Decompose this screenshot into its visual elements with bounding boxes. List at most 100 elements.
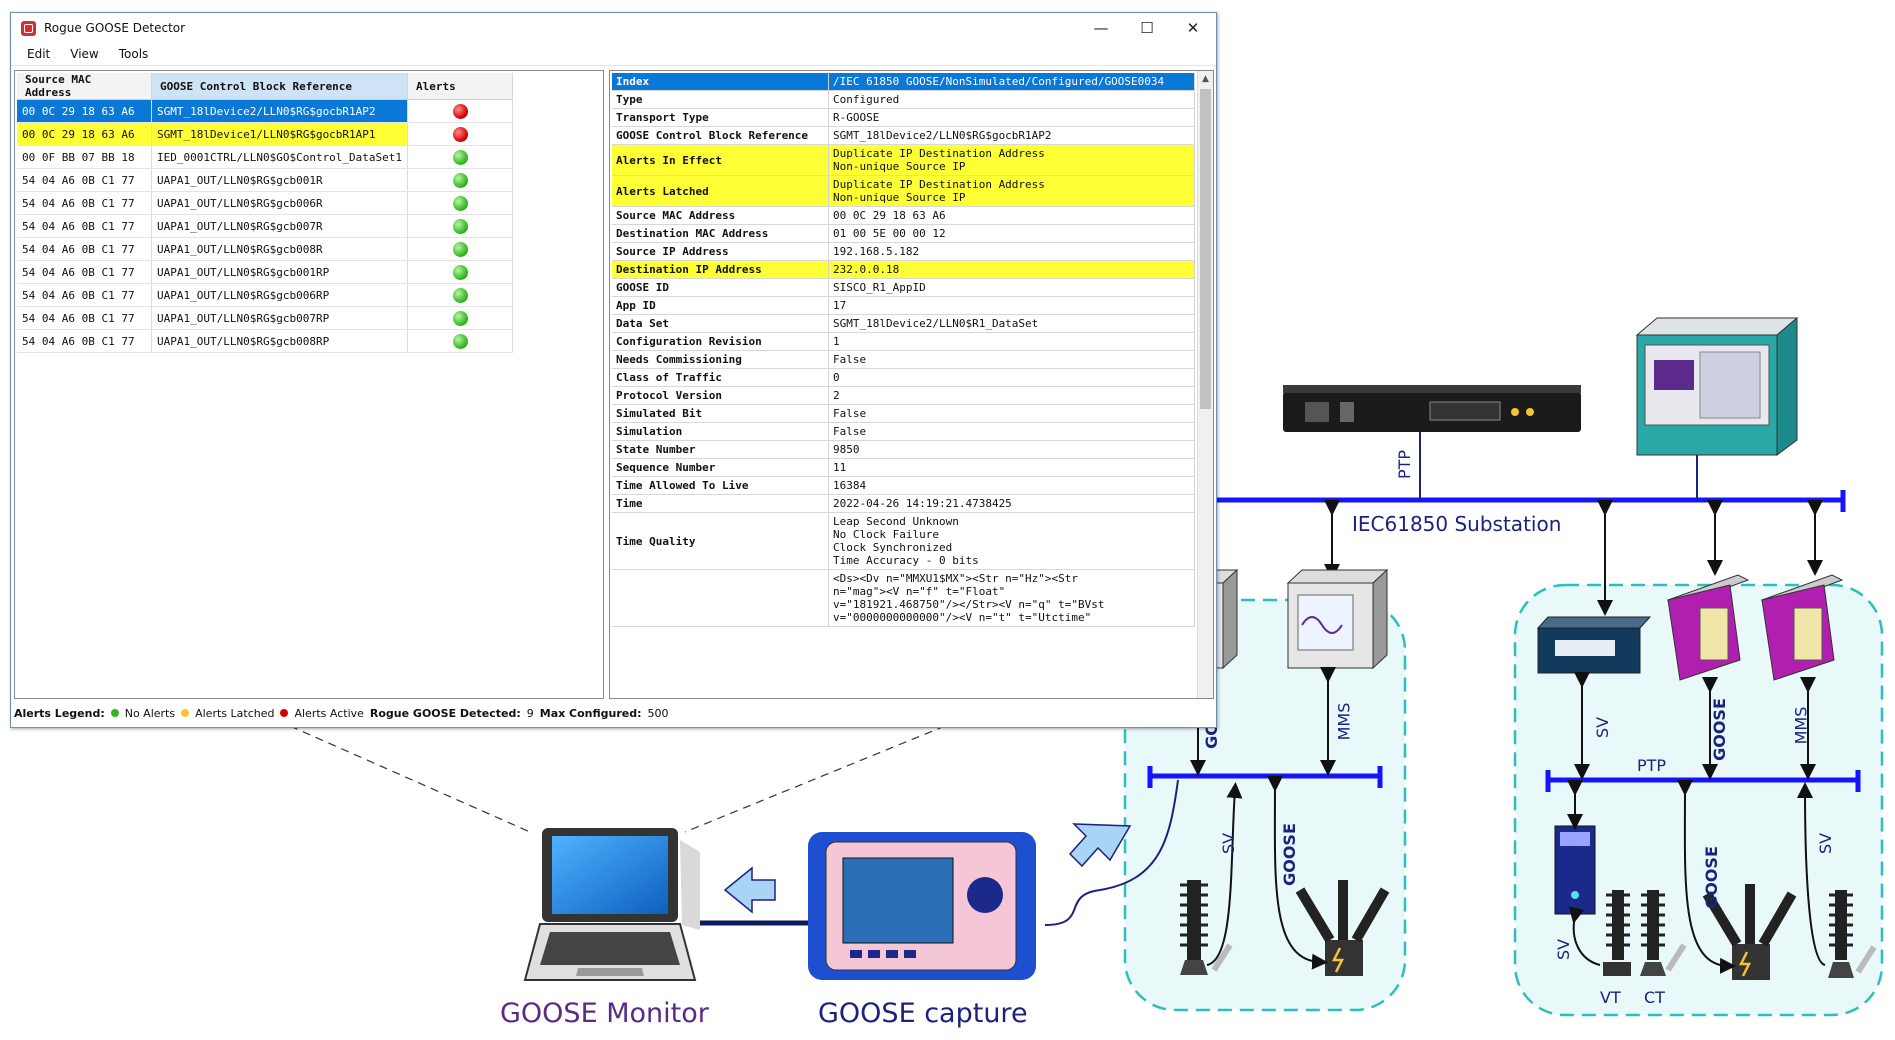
- cell-mac: 54 04 A6 0B C1 77: [17, 191, 152, 215]
- cell-mac: 00 0F BB 07 BB 18: [17, 145, 152, 169]
- cell-alert: [407, 145, 514, 169]
- no-alert-icon: [452, 149, 468, 165]
- detail-value: False: [828, 404, 1195, 423]
- cell-gcb-ref: IED_0001CTRL/LLN0$GO$Control_DataSet1: [151, 145, 409, 169]
- status-bar: Alerts Legend: No Alerts Alerts Latched …: [14, 703, 669, 723]
- sv-label-4: SV: [1816, 832, 1836, 855]
- cell-alert: [407, 283, 514, 307]
- close-button[interactable]: ✕: [1186, 19, 1200, 37]
- title-bar: Rogue GOOSE Detector — ☐ ✕: [11, 13, 1216, 43]
- details-scrollbar[interactable]: ▲: [1197, 71, 1213, 698]
- alert-active-icon: [452, 103, 468, 119]
- column-header-mac[interactable]: Source MAC Address: [17, 73, 152, 100]
- detail-key: Alerts In Effect: [612, 144, 829, 176]
- cell-alert: [407, 191, 514, 215]
- goose-table: Source MAC Address GOOSE Control Block R…: [17, 73, 514, 353]
- capture-arrow-icon: [1068, 823, 1132, 868]
- detail-value: 16384: [828, 476, 1195, 495]
- detail-value: False: [828, 422, 1195, 441]
- detail-key: Sequence Number: [612, 458, 829, 477]
- cell-mac: 54 04 A6 0B C1 77: [17, 168, 152, 192]
- menu-view[interactable]: View: [70, 47, 99, 61]
- detail-value: 11: [828, 458, 1195, 477]
- cell-gcb-ref: UAPA1_OUT/LLN0$RG$gcb001R: [151, 168, 409, 192]
- legend-label: Alerts Legend:: [14, 706, 105, 720]
- goose-label-4: GOOSE: [1701, 846, 1721, 909]
- detail-value: Duplicate IP Destination Address Non-uni…: [828, 175, 1195, 207]
- detail-value: 1: [828, 332, 1195, 351]
- legend-latched: Alerts Latched: [195, 706, 275, 720]
- max-label: Max Configured:: [539, 706, 642, 720]
- cell-mac: 54 04 A6 0B C1 77: [17, 237, 152, 261]
- goose-monitor-label: GOOSE Monitor: [500, 998, 709, 1029]
- cell-alert: [407, 237, 514, 261]
- ptp-label-right: PTP: [1637, 756, 1667, 775]
- goose-label-3: GOOSE: [1709, 698, 1729, 761]
- column-header-alerts[interactable]: Alerts: [407, 73, 514, 100]
- legend-green-icon: [110, 709, 119, 717]
- detail-value: 9850: [828, 440, 1195, 459]
- detail-key: Simulated Bit: [612, 404, 829, 423]
- instrument-transformer-icon-2: [1828, 890, 1877, 978]
- detail-key: State Number: [612, 440, 829, 459]
- scroll-up-icon[interactable]: ▲: [1202, 74, 1209, 84]
- minimize-button[interactable]: —: [1093, 19, 1109, 37]
- scroll-thumb[interactable]: [1200, 89, 1211, 409]
- detail-value: R-GOOSE: [828, 108, 1195, 127]
- detail-value: 2: [828, 386, 1195, 405]
- menu-tools[interactable]: Tools: [118, 47, 149, 61]
- cell-mac: 00 0C 29 18 63 A6: [17, 99, 152, 123]
- detail-key: Time Quality: [612, 512, 829, 570]
- alert-active-icon: [452, 126, 468, 142]
- detail-value: 17: [828, 296, 1195, 315]
- menu-edit[interactable]: Edit: [27, 47, 51, 61]
- cell-mac: 54 04 A6 0B C1 77: [17, 306, 152, 330]
- maximize-button[interactable]: ☐: [1140, 19, 1154, 37]
- detail-value: <Ds><Dv n="MMXU1$MX"><Str n="Hz"><Str n=…: [828, 569, 1195, 627]
- ied-controller-icon-2: [1760, 574, 1844, 681]
- ied-protection-icon-2: [1286, 568, 1389, 670]
- details-pane: Index/IEC 61850 GOOSE/NonSimulated/Confi…: [609, 70, 1214, 699]
- sv-label-1: SV: [1219, 832, 1239, 855]
- detail-row[interactable]: <Ds><Dv n="MMXU1$MX"><Str n="Hz"><Str n=…: [612, 569, 1195, 627]
- column-header-gcb-ref[interactable]: GOOSE Control Block Reference: [151, 73, 409, 100]
- merging-unit-field-icon: [1554, 825, 1596, 915]
- detail-row[interactable]: Index/IEC 61850 GOOSE/NonSimulated/Confi…: [612, 73, 1195, 91]
- detail-key: Transport Type: [612, 108, 829, 127]
- goose-list-pane: Source MAC Address GOOSE Control Block R…: [14, 70, 604, 699]
